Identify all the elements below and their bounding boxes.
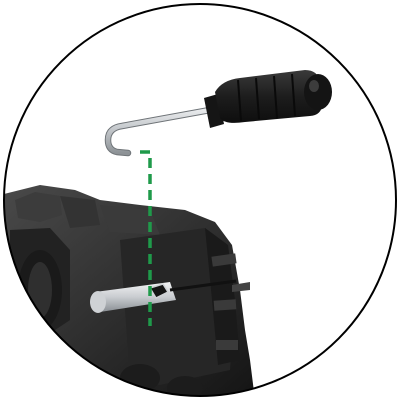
hook-tool-icon [104, 70, 332, 157]
insertion-guide-line-icon [140, 150, 152, 326]
circular-frame [3, 3, 397, 397]
